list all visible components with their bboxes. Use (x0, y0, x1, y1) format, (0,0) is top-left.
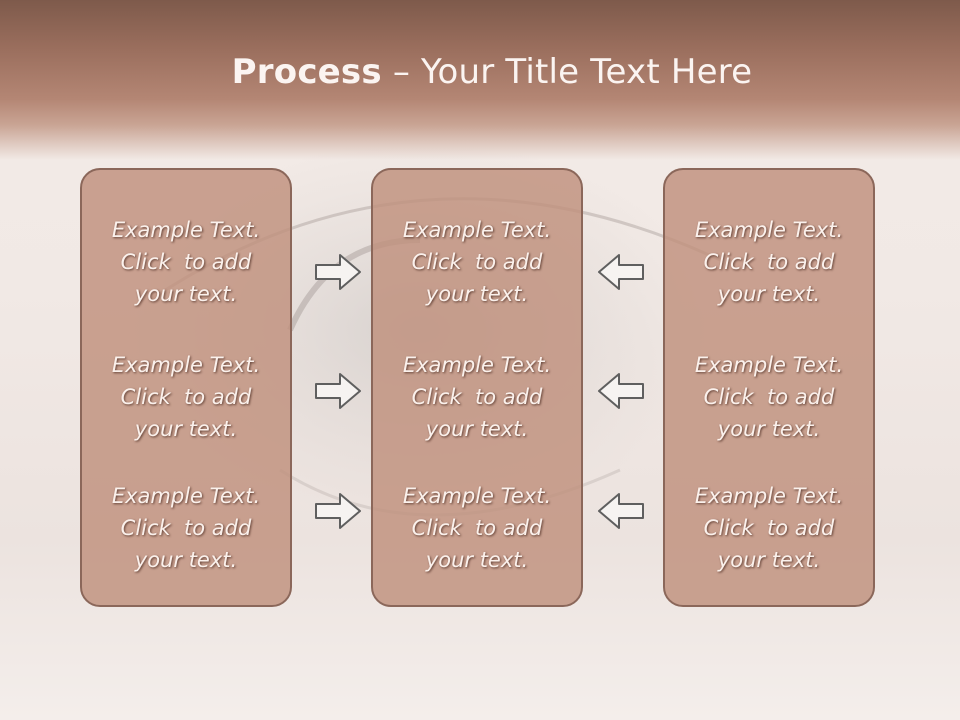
text-line: your text. (425, 417, 529, 441)
title-dash: – (381, 52, 422, 92)
text-line: your text. (717, 282, 821, 306)
text-line: Example Text. (402, 484, 552, 508)
arrow-left-icon (598, 373, 644, 409)
process-box-left[interactable]: Example Text. Click to add your text. Ex… (80, 168, 292, 607)
text-line: Example Text. (402, 218, 552, 242)
text-line: Example Text. (694, 218, 844, 242)
text-placeholder[interactable]: Example Text. Click to add your text. (82, 480, 290, 576)
arrow-right-icon (315, 373, 361, 409)
arrow-right-icon (315, 493, 361, 529)
text-line: your text. (717, 417, 821, 441)
text-line: Click to add (411, 250, 543, 274)
title-rest: Your Title Text Here (421, 52, 753, 92)
text-placeholder[interactable]: Example Text. Click to add your text. (82, 214, 290, 310)
process-box-right[interactable]: Example Text. Click to add your text. Ex… (663, 168, 875, 607)
text-line: Example Text. (111, 218, 261, 242)
text-placeholder[interactable]: Example Text. Click to add your text. (373, 349, 581, 445)
text-line: Example Text. (694, 484, 844, 508)
text-line: your text. (717, 548, 821, 572)
text-line: Click to add (120, 250, 252, 274)
text-line: Click to add (703, 516, 835, 540)
arrow-left-icon (598, 254, 644, 290)
text-placeholder[interactable]: Example Text. Click to add your text. (665, 480, 873, 576)
text-placeholder[interactable]: Example Text. Click to add your text. (665, 349, 873, 445)
text-placeholder[interactable]: Example Text. Click to add your text. (665, 214, 873, 310)
text-line: Example Text. (402, 353, 552, 377)
text-line: Example Text. (111, 484, 261, 508)
text-line: your text. (134, 282, 238, 306)
text-placeholder[interactable]: Example Text. Click to add your text. (373, 214, 581, 310)
text-line: Click to add (120, 516, 252, 540)
text-line: Click to add (411, 385, 543, 409)
text-line: Click to add (703, 250, 835, 274)
text-line: your text. (425, 548, 529, 572)
text-line: Click to add (703, 385, 835, 409)
text-line: your text. (134, 417, 238, 441)
text-line: Example Text. (111, 353, 261, 377)
title-bold: Process (231, 52, 382, 92)
text-line: your text. (425, 282, 529, 306)
text-placeholder[interactable]: Example Text. Click to add your text. (82, 349, 290, 445)
arrow-right-icon (315, 254, 361, 290)
text-line: Click to add (411, 516, 543, 540)
title-band (0, 0, 960, 160)
text-line: your text. (134, 548, 238, 572)
slide-title[interactable]: Process – Your Title Text Here (0, 52, 960, 92)
arrow-left-icon (598, 493, 644, 529)
process-box-center[interactable]: Example Text. Click to add your text. Ex… (371, 168, 583, 607)
text-placeholder[interactable]: Example Text. Click to add your text. (373, 480, 581, 576)
text-line: Example Text. (694, 353, 844, 377)
text-line: Click to add (120, 385, 252, 409)
